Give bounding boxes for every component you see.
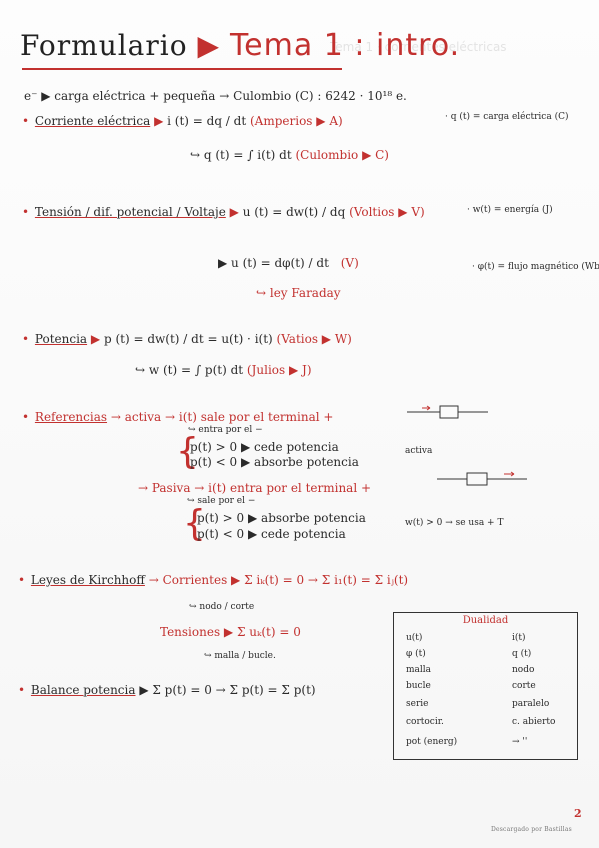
faraday-line: ▶ u (t) = dφ(t) / dt (V) <box>218 256 359 270</box>
dualidad-title: Dualidad <box>462 615 509 626</box>
page-number: 2 <box>574 807 582 820</box>
kirchhoff-line: • Leyes de Kirchhoff → Corrientes ▶ Σ iₖ… <box>18 573 409 587</box>
referencias-pasiva-line: → Pasiva → i(t) entra por el terminal + <box>138 481 372 495</box>
tension-side-note: · w(t) = energía (J) <box>467 205 553 215</box>
activa-tag: activa <box>405 446 433 456</box>
title-underline <box>22 68 342 70</box>
pasiva-tag: w(t) > 0 → se usa + T <box>405 518 504 528</box>
intro-line: e⁻ ▶ carga eléctrica + pequeña → Culombi… <box>24 89 407 103</box>
corriente-side-note: · q (t) = carga eléctrica (C) <box>445 112 569 122</box>
pasiva-case-2: p(t) < 0 ▶ cede potencia <box>197 527 346 541</box>
corriente-line: • Corriente eléctrica ▶ i (t) = dq / dt … <box>22 114 343 128</box>
activa-brace: { <box>176 431 199 472</box>
corriente-formula: i (t) = dq / dt <box>167 114 247 128</box>
corriente-sub-line: ↪ q (t) = ∫ i(t) dt (Culombio ▶ C) <box>190 148 389 162</box>
faraday-name: ↪ ley Faraday <box>256 286 341 300</box>
referencias-pasiva-sub: ↪ sale por el − <box>187 496 256 506</box>
corriente-units: (Amperios ▶ A) <box>250 114 343 128</box>
balance-line: • Balance potencia ▶ Σ p(t) = 0 → Σ p(t)… <box>18 683 316 697</box>
title-arrow: ▶ <box>197 29 221 62</box>
title-tema: Tema 1 : intro. <box>229 28 461 63</box>
activa-case-2: p(t) < 0 ▶ absorbe potencia <box>190 455 359 469</box>
potencia-sub-line: ↪ w (t) = ∫ p(t) dt (Julios ▶ J) <box>135 363 312 377</box>
footer-credit: Descargado por Bastillas <box>491 826 572 833</box>
referencias-activa-line: • Referencias → activa → i(t) sale por e… <box>22 410 334 424</box>
pasiva-case-1: p(t) > 0 ▶ absorbe potencia <box>197 511 366 525</box>
page-title: Formulario ▶ Tema 1 : intro. <box>20 28 460 63</box>
tension-line: • Tensión / dif. potencial / Voltaje ▶ u… <box>22 205 425 219</box>
kirchhoff-tensiones-line: Tensiones ▶ Σ uₖ(t) = 0 <box>160 625 301 639</box>
title-formulario: Formulario <box>20 29 188 62</box>
pasiva-brace: { <box>183 503 206 544</box>
tension-side-note-2: · φ(t) = flujo magnético (Wb). <box>472 262 599 272</box>
kirchhoff-corrientes-sub: ↪ nodo / corte <box>189 602 255 612</box>
background-bleed-text: Tema 1 · corrientes eléctricas <box>330 40 507 54</box>
kirchhoff-tensiones-sub: ↪ malla / bucle. <box>204 651 276 661</box>
referencias-activa-sub: ↪ entra por el − <box>188 425 263 435</box>
pasiva-circuit-icon <box>437 471 527 486</box>
potencia-line: • Potencia ▶ p (t) = dw(t) / dt = u(t) ·… <box>22 332 352 346</box>
corriente-label: Corriente eléctrica <box>34 114 151 128</box>
activa-circuit-icon <box>407 405 488 419</box>
activa-case-1: p(t) > 0 ▶ cede potencia <box>190 440 339 454</box>
